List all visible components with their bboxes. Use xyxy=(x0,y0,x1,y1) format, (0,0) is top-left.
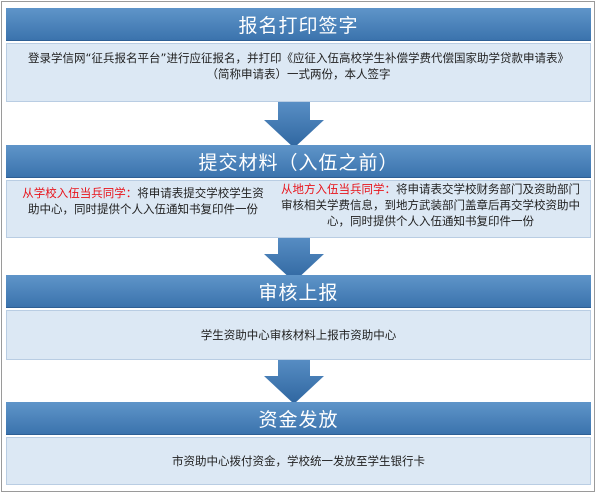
down-arrow-icon xyxy=(264,356,324,404)
school-enlistment-label: 从学校入伍当兵同学： xyxy=(22,186,138,200)
step-1-description: 登录学信网“征兵报名平台”进行应征报名，并打印《应征入伍高校学生补偿学费代偿国家… xyxy=(6,43,591,102)
step-1-header: 报名打印签字 xyxy=(6,8,591,41)
school-enlistment-panel: 从学校入伍当兵同学：将申请表提交学校学生资助中心，同时提供个人入伍通知书复印件一… xyxy=(7,181,275,237)
step-4-header: 资金发放 xyxy=(6,402,591,435)
step-3-header: 审核上报 xyxy=(6,275,591,308)
local-enlistment-text: 将申请表交学校财务部门及资助部门审核相关学费信息，到地方武装部门盖章后再交学校资… xyxy=(281,182,580,228)
step-3-description: 学生资助中心审核材料上报市资助中心 xyxy=(6,310,591,360)
down-arrow-icon xyxy=(264,234,324,282)
step-1-text: 登录学信网“征兵报名平台”进行应征报名，并打印《应征入伍高校学生补偿学费代偿国家… xyxy=(28,51,569,81)
down-arrow-icon xyxy=(264,100,324,148)
step-2-header: 提交材料（入伍之前） xyxy=(6,145,591,178)
school-enlistment-text: 将申请表提交学校学生资助中心，同时提供个人入伍通知书复印件一份 xyxy=(28,186,264,216)
step-2-description: 从学校入伍当兵同学：将申请表提交学校学生资助中心，同时提供个人入伍通知书复印件一… xyxy=(6,180,591,238)
step-4-text: 市资助中心拨付资金，学校统一发放至学生银行卡 xyxy=(172,454,425,468)
local-enlistment-panel: 从地方入伍当兵同学：将申请表交学校财务部门及资助部门审核相关学费信息，到地方武装… xyxy=(275,181,590,237)
step-3-text: 学生资助中心审核材料上报市资助中心 xyxy=(200,328,397,342)
local-enlistment-label: 从地方入伍当兵同学： xyxy=(281,182,396,196)
step-4-description: 市资助中心拨付资金，学校统一发放至学生银行卡 xyxy=(6,437,591,485)
